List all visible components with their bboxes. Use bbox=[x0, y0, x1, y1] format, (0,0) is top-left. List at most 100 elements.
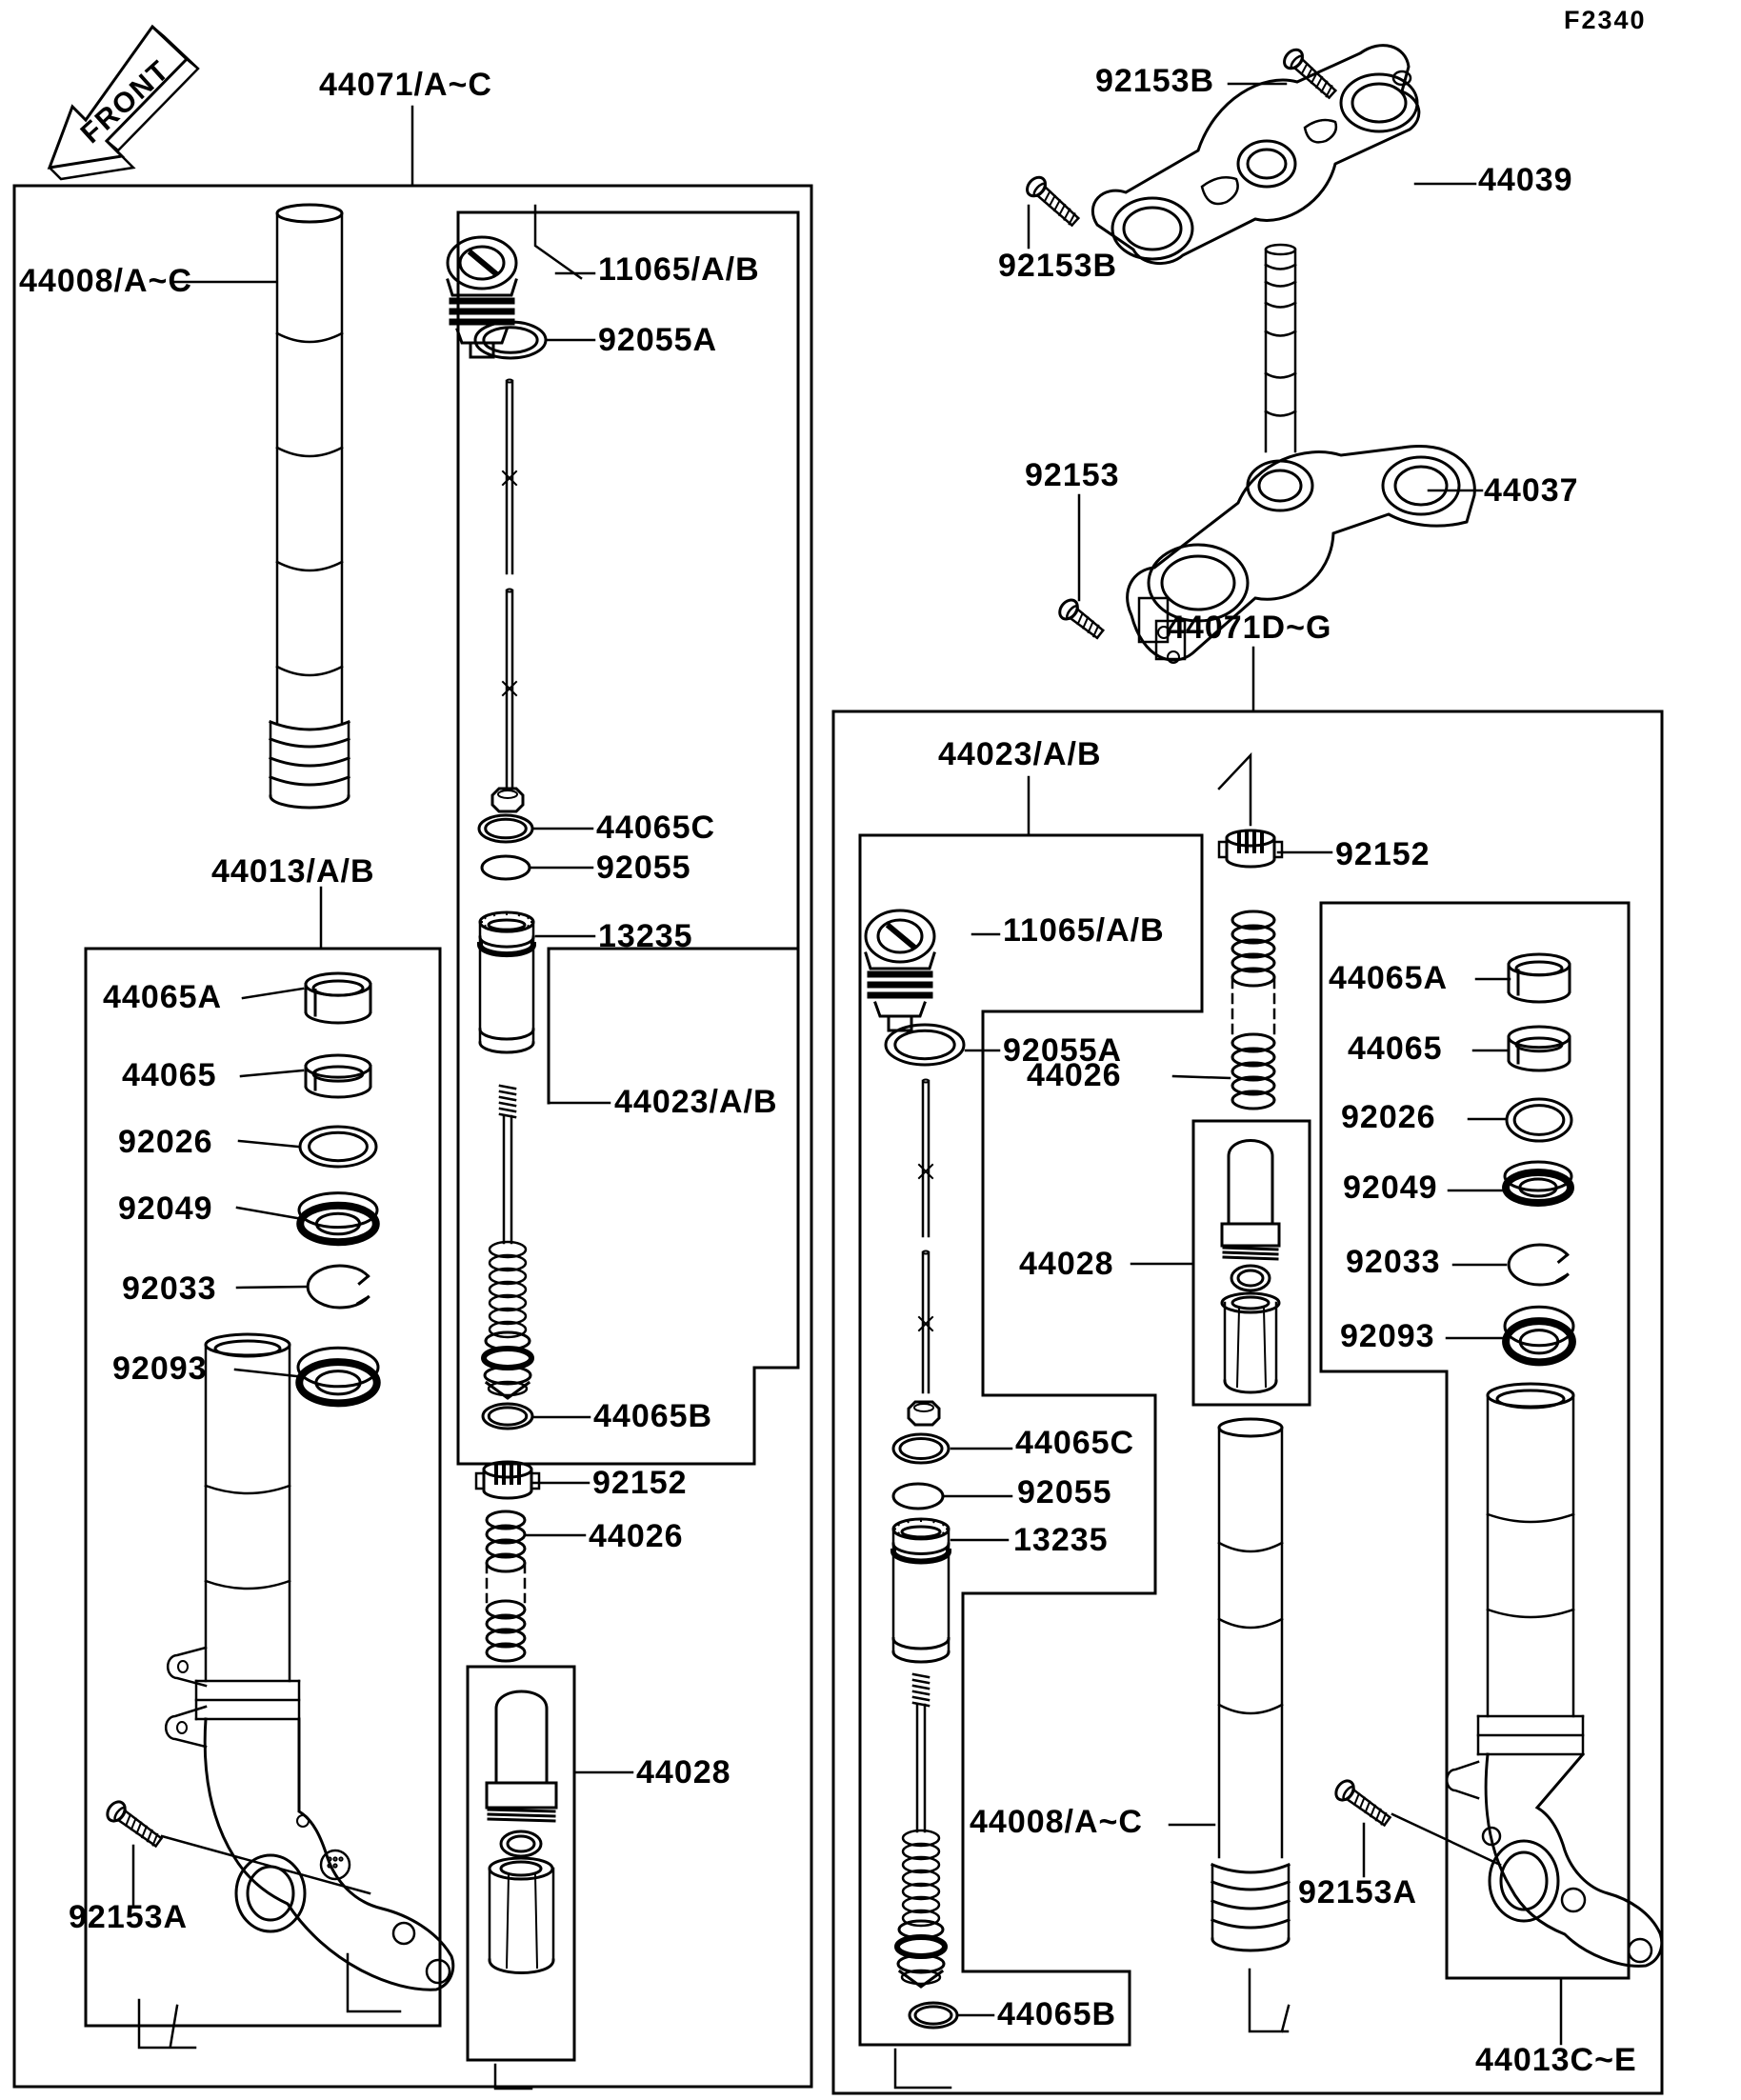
upper-triple-clamp bbox=[1091, 44, 1421, 266]
left-piston-44028 bbox=[485, 1690, 558, 1974]
label-right-cylinder: 13235 bbox=[1013, 1522, 1109, 1558]
right-washer-92026 bbox=[1505, 1097, 1573, 1143]
label-right-cap: 11065/A/B bbox=[1003, 912, 1165, 949]
label-left-fork-assy: 44071/A~C bbox=[319, 67, 492, 103]
label-right-ring-b: 44065B bbox=[997, 1996, 1117, 2032]
left-circlip-92033 bbox=[306, 1264, 370, 1310]
label-left-oring: 92055 bbox=[596, 850, 691, 886]
label-left-washer: 92026 bbox=[118, 1124, 213, 1160]
label-right-bush: 44065 bbox=[1348, 1030, 1443, 1067]
label-right-inner-tube: 44008/A~C bbox=[970, 1804, 1143, 1840]
label-bolt-upper: 92153B bbox=[1095, 63, 1215, 99]
left-cap-oring-92055a bbox=[473, 320, 548, 360]
left-inner-tube-44008 bbox=[269, 203, 350, 810]
right-rod-nut bbox=[907, 1400, 941, 1427]
label-left-piston-unit: 44028 bbox=[636, 1754, 731, 1790]
left-washer-92026 bbox=[298, 1125, 378, 1169]
right-damper-rod bbox=[894, 1672, 948, 1989]
left-ring-44065b bbox=[481, 1402, 534, 1430]
left-cap-11065 bbox=[446, 235, 518, 359]
right-inner-tube-44008 bbox=[1211, 1417, 1291, 1952]
right-axle-bolt-92153a bbox=[1334, 1779, 1392, 1828]
right-bush-44065a bbox=[1507, 952, 1571, 1004]
left-spring-44026-dashed bbox=[485, 1562, 527, 1604]
right-circlip-92033 bbox=[1507, 1243, 1570, 1287]
label-left-cap: 11065/A/B bbox=[598, 251, 760, 288]
lower-triple-clamp bbox=[1126, 445, 1476, 664]
label-right-nut: 92152 bbox=[1335, 836, 1431, 872]
label-left-cyl-unit: 44023/A/B bbox=[614, 1084, 778, 1120]
bolt-92153b-upper bbox=[1283, 48, 1337, 100]
figure-code: F2340 bbox=[1564, 6, 1647, 34]
label-left-bush: 44065 bbox=[122, 1057, 217, 1093]
right-dust-seal-92093 bbox=[1502, 1305, 1576, 1367]
bolt-92153b-lower bbox=[1026, 175, 1080, 228]
label-left-inner-tube: 44008/A~C bbox=[19, 263, 192, 299]
right-spring-44026 bbox=[1231, 910, 1276, 1110]
label-right-cap-oring: 92055A bbox=[1003, 1032, 1123, 1069]
label-bolt-lower: 92153 bbox=[1025, 457, 1120, 493]
label-left-ring-c: 44065C bbox=[596, 810, 716, 846]
right-piston-44028 bbox=[1220, 1139, 1281, 1394]
left-bush-44065 bbox=[304, 1053, 372, 1099]
assembly-boxes bbox=[12, 184, 1664, 2095]
label-right-bush-a: 44065A bbox=[1329, 960, 1449, 996]
label-left-spring: 44026 bbox=[589, 1518, 684, 1554]
leader-lines bbox=[131, 82, 1563, 2046]
label-left-nut: 92152 bbox=[592, 1465, 688, 1501]
right-cylinder-13235 bbox=[890, 1517, 952, 1664]
label-left-cylinder: 13235 bbox=[598, 918, 693, 954]
right-push-rod bbox=[917, 1078, 934, 1394]
front-arrow: FRONT bbox=[47, 24, 200, 181]
right-bush-44065 bbox=[1507, 1025, 1571, 1072]
label-right-circlip: 92033 bbox=[1346, 1244, 1441, 1280]
left-oil-seal-92049 bbox=[296, 1191, 380, 1247]
label-left-oil-seal: 92049 bbox=[118, 1190, 213, 1227]
label-left-slider-unit: 44013/A/B bbox=[211, 853, 375, 890]
label-right-fork-assy: 44071D~G bbox=[1167, 610, 1332, 646]
label-right-spring: 44026 bbox=[1027, 1057, 1122, 1093]
left-rod-nut bbox=[490, 787, 525, 813]
label-bolt-upper2: 92153B bbox=[998, 248, 1118, 284]
right-nut-92152 bbox=[1217, 829, 1284, 869]
left-damper-rod bbox=[481, 1084, 534, 1400]
front-arrow-text: FRONT bbox=[75, 54, 176, 150]
right-spring-44026-dashed bbox=[1231, 977, 1276, 1037]
label-left-circlip: 92033 bbox=[122, 1270, 217, 1307]
left-bush-44065a bbox=[304, 971, 372, 1025]
label-right-washer: 92026 bbox=[1341, 1099, 1436, 1135]
label-right-oil-seal: 92049 bbox=[1343, 1170, 1438, 1206]
label-right-slider-unit: 44013C~E bbox=[1475, 2042, 1637, 2078]
label-left-bush-a: 44065A bbox=[103, 979, 223, 1015]
label-left-cap-oring: 92055A bbox=[598, 322, 718, 358]
right-oring-92055 bbox=[891, 1482, 945, 1510]
label-left-dust-seal: 92093 bbox=[112, 1350, 208, 1387]
right-slider-44013ce bbox=[1446, 1382, 1664, 1968]
label-right-axle-bolt: 92153A bbox=[1298, 1874, 1418, 1910]
label-right-piston-unit: 44028 bbox=[1019, 1246, 1114, 1282]
right-cap-oring-92055a bbox=[884, 1023, 966, 1067]
label-left-ring-b: 44065B bbox=[593, 1398, 713, 1434]
label-right-dust-seal: 92093 bbox=[1340, 1318, 1435, 1354]
bolt-92153 bbox=[1058, 598, 1105, 640]
left-spring-44026 bbox=[485, 1510, 527, 1663]
label-right-ring-c: 44065C bbox=[1015, 1425, 1135, 1461]
left-ring-44065c bbox=[477, 813, 534, 844]
left-push-rod bbox=[501, 378, 518, 789]
left-dust-seal-92093 bbox=[295, 1346, 381, 1408]
right-oil-seal-92049 bbox=[1502, 1160, 1574, 1207]
label-right-oring: 92055 bbox=[1017, 1474, 1112, 1510]
label-right-cyl-unit: 44023/A/B bbox=[938, 736, 1102, 772]
left-axle-bolt-92153a bbox=[106, 1800, 164, 1849]
left-cylinder-13235 bbox=[476, 910, 537, 1054]
right-ring-44065c bbox=[891, 1432, 951, 1465]
label-left-axle-bolt: 92153A bbox=[69, 1899, 189, 1935]
left-oring-92055 bbox=[480, 854, 531, 881]
left-slider-44013 bbox=[164, 1332, 455, 1991]
right-ring-44065b bbox=[908, 2001, 959, 2030]
steering-stem bbox=[1264, 243, 1297, 453]
left-nut-92152 bbox=[474, 1460, 541, 1500]
label-lower-clamp: 44037 bbox=[1484, 472, 1579, 509]
